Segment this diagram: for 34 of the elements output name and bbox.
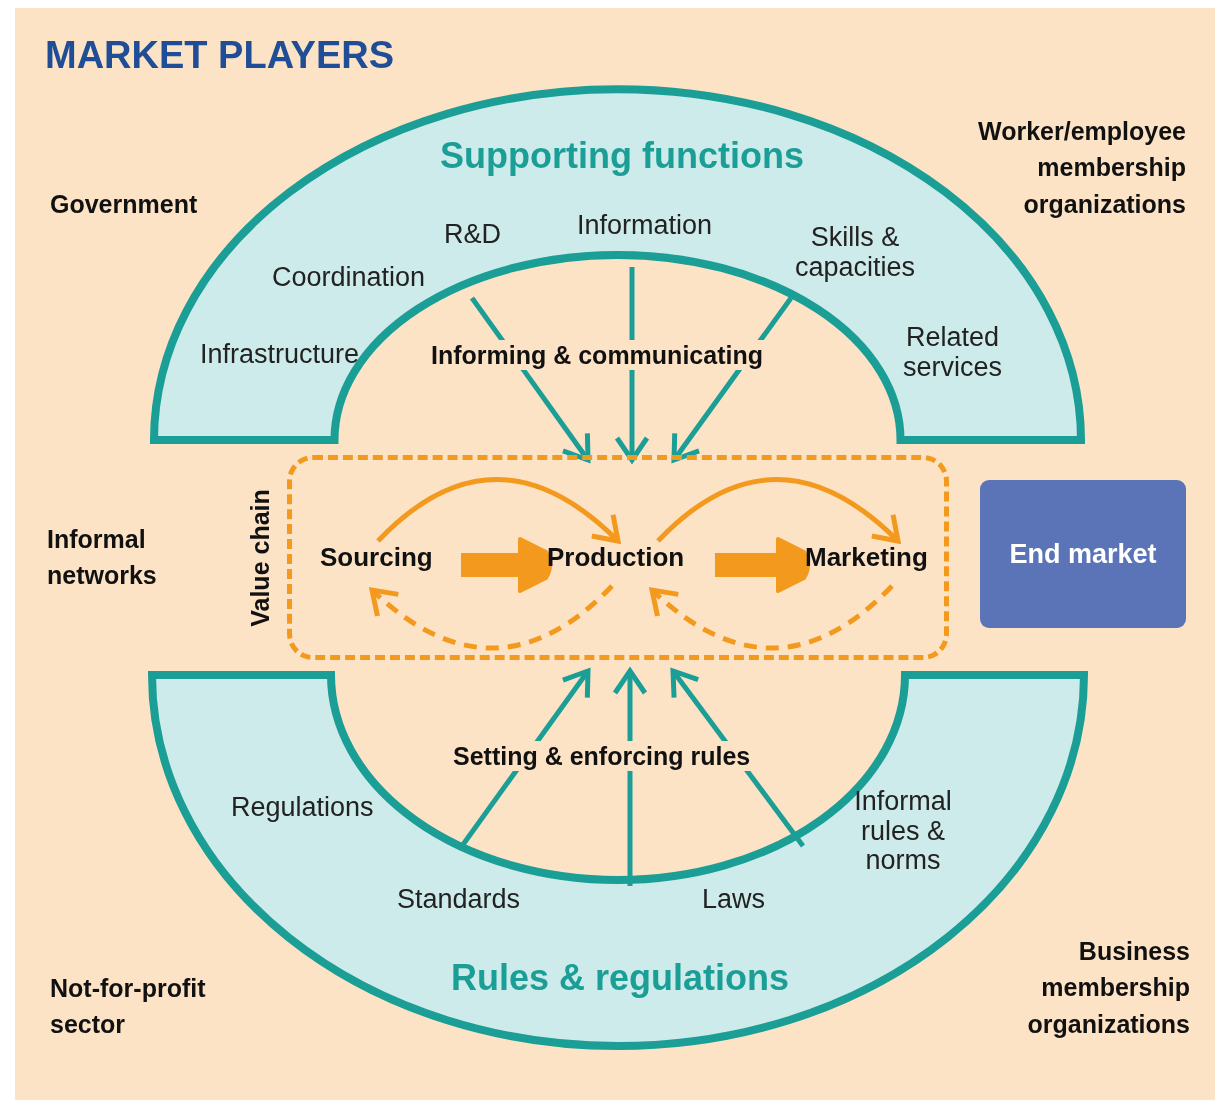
section-label: Setting & enforcing rules [450, 741, 754, 771]
function-label: Informal rules & norms [853, 787, 953, 877]
function-label: Information [577, 211, 713, 241]
function-label: Standards [397, 885, 521, 915]
player-label: Business membership organizations [1026, 936, 1190, 1040]
curved-arrow [369, 584, 614, 651]
player-label: Not-for-profit sector [50, 973, 207, 1041]
arrow [670, 668, 805, 848]
arrow [671, 296, 794, 463]
stage-label: Sourcing [304, 542, 449, 573]
frame-title: Value chain [245, 488, 275, 627]
function-label: Infrastructure [200, 340, 360, 370]
arrow [614, 267, 650, 463]
arrow [459, 668, 591, 848]
band-title: Supporting functions [440, 135, 804, 177]
band-title: Rules & regulations [450, 957, 790, 999]
curved-arrow [376, 477, 621, 544]
curved-arrow [649, 584, 894, 651]
player-label: Government [50, 189, 199, 220]
player-label: Informal networks [47, 524, 158, 592]
arrow [612, 668, 648, 886]
function-label: Related services [902, 323, 1003, 383]
market-box: End market [980, 480, 1186, 628]
stage-label: Production [531, 542, 701, 573]
function-label: Skills & capacities [793, 223, 917, 283]
arrow [469, 296, 591, 463]
player-label: Worker/employee membership organizations [977, 116, 1186, 220]
function-label: Coordination [272, 263, 426, 293]
function-label: Laws [702, 885, 766, 915]
function-label: Regulations [231, 793, 374, 823]
diagram-title: MARKET PLAYERS [45, 34, 395, 77]
curved-arrow [656, 477, 901, 544]
stage-label: Marketing [789, 542, 944, 573]
function-label: R&D [444, 220, 501, 250]
